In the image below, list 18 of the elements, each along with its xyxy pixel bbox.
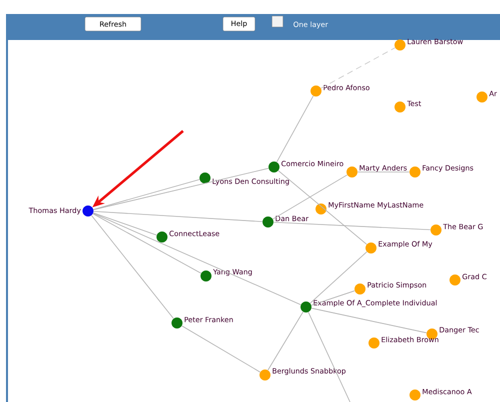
connector-line: [311, 290, 355, 306]
connector-line: [308, 312, 350, 402]
connector-line: [92, 212, 302, 306]
connector-line: [92, 213, 202, 274]
connector-line: [311, 308, 427, 334]
connector-line: [310, 251, 368, 304]
connector-line: [272, 174, 348, 220]
connector-line: [93, 179, 200, 210]
connector-line: [93, 168, 269, 210]
connector-line: [268, 311, 304, 371]
connector-line: [182, 326, 260, 372]
connector-line: [93, 210, 263, 222]
connector-line: [273, 222, 431, 230]
connector-line: [92, 212, 158, 236]
connector-line: [320, 47, 396, 89]
connector-line: [276, 96, 314, 162]
connector-line: [278, 170, 368, 245]
connector-line: [91, 215, 174, 319]
